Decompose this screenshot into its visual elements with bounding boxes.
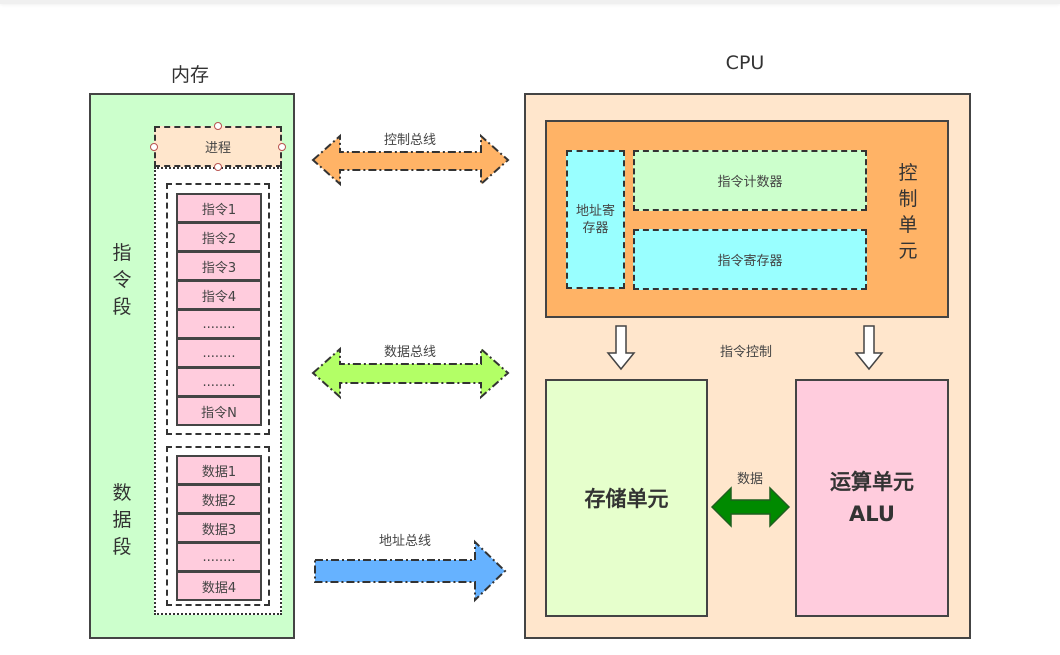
label-char: 段	[112, 536, 132, 558]
label-char: 令	[112, 269, 132, 291]
alu-label-line1: 运算单元	[830, 470, 914, 494]
process-label: 进程	[204, 141, 231, 156]
label-char: 数	[112, 482, 132, 504]
address-register-label: 地址寄存器	[575, 203, 615, 236]
program-counter-label: 指令计数器	[717, 175, 783, 190]
address-bus-label: 地址总线	[378, 534, 431, 549]
label-char: 单	[898, 214, 918, 236]
control-bus-label: 控制总线	[383, 133, 436, 148]
address-bus-arrow[interactable]	[314, 539, 507, 603]
data-bus-arrow[interactable]	[311, 346, 510, 400]
instruction-cell[interactable]: ........	[176, 338, 262, 368]
instruction-control-arrow-right	[854, 325, 884, 371]
top-bar	[0, 0, 1060, 4]
storage-unit[interactable]: 存储单元	[545, 379, 708, 617]
instruction-cell[interactable]: 指令3	[176, 251, 262, 281]
label-char: 控	[898, 162, 918, 184]
data-segment-label: 数 据 段	[110, 480, 134, 561]
label-char: 段	[112, 296, 132, 318]
instruction-cell[interactable]: 指令N	[176, 396, 262, 426]
label-char: 据	[112, 509, 132, 531]
control-bus-arrow[interactable]	[311, 133, 510, 187]
data-cell[interactable]: 数据1	[176, 455, 262, 485]
data-transfer-arrow	[710, 486, 791, 528]
label-char: 元	[898, 240, 918, 262]
alu-label-line2: ALU	[849, 502, 895, 526]
instruction-segment-label: 指 令 段	[110, 240, 134, 321]
program-counter[interactable]: 指令计数器	[633, 150, 867, 211]
data-bus-label: 数据总线	[383, 345, 436, 360]
cpu-title: CPU	[725, 52, 765, 74]
instruction-control-arrow-left	[606, 325, 636, 371]
data-arrow-label: 数据	[736, 472, 763, 487]
instruction-cell[interactable]: ........	[176, 309, 262, 339]
data-cell[interactable]: 数据2	[176, 484, 262, 514]
instruction-register[interactable]: 指令寄存器	[633, 229, 867, 290]
storage-unit-label: 存储单元	[584, 487, 669, 511]
memory-title: 内存	[170, 64, 209, 86]
control-unit-label: 控 制 单 元	[895, 160, 921, 264]
instruction-register-label: 指令寄存器	[717, 254, 783, 269]
resize-handle-top[interactable]	[214, 122, 222, 130]
label-char: 指	[112, 242, 132, 264]
instruction-control-label: 指令控制	[719, 345, 772, 360]
address-register[interactable]: 地址寄存器	[566, 150, 625, 289]
data-cell[interactable]: 数据4	[176, 571, 262, 601]
resize-handle-bottom[interactable]	[214, 163, 222, 171]
resize-handle-right[interactable]	[278, 143, 286, 151]
data-cell[interactable]: 数据3	[176, 513, 262, 543]
resize-handle-left[interactable]	[150, 143, 158, 151]
alu-unit[interactable]: 运算单元 ALU	[795, 379, 949, 617]
label-char: 制	[898, 188, 918, 210]
